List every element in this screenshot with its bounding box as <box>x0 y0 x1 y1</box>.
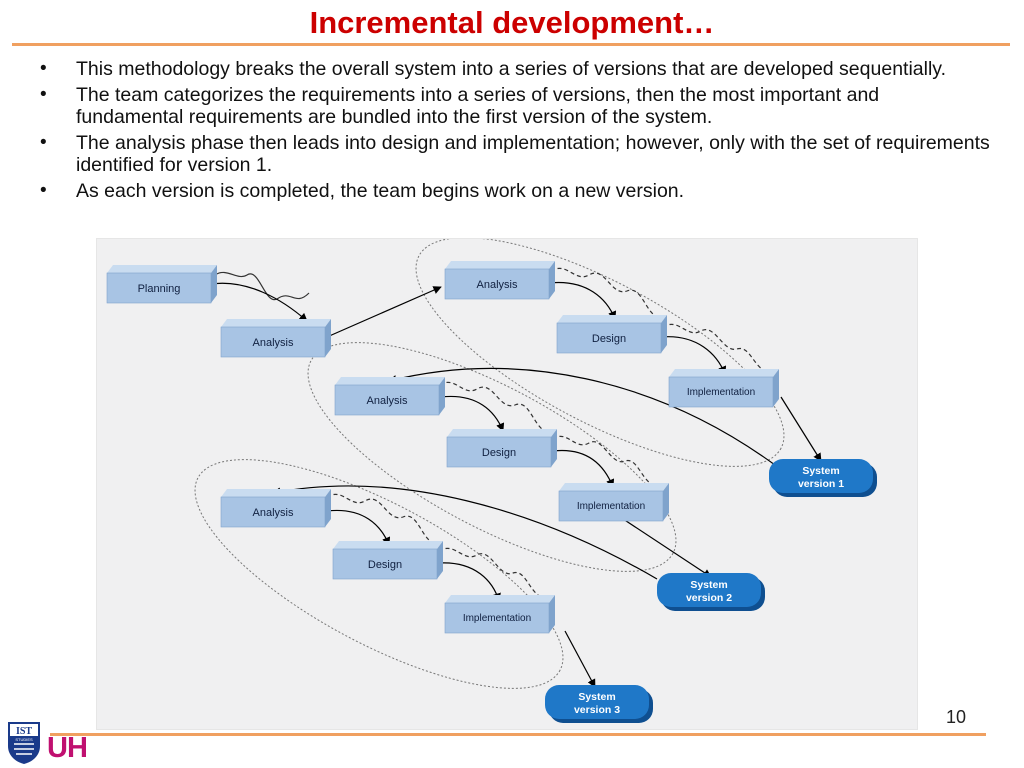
footer-divider <box>50 733 986 736</box>
v3-design-label: Design <box>368 559 402 571</box>
v1-analysis-box: Analysis <box>444 261 555 300</box>
system-version-2-pill: System version 2 <box>657 573 765 611</box>
system-version-1-line1: System <box>802 465 839 477</box>
v3-implementation-box: Implementation <box>444 595 555 634</box>
planning-feedback-wave <box>214 271 310 301</box>
bullet-item: • The analysis phase then leads into desi… <box>40 132 990 176</box>
slide-title: Incremental development… <box>309 5 715 40</box>
v3-implementation-label: Implementation <box>463 613 531 624</box>
v3-design-feedback-wave <box>438 547 542 598</box>
bullet-dot-icon: • <box>40 84 47 105</box>
system-version-3-line2: version 3 <box>574 704 620 716</box>
version-2-group-outline <box>307 342 677 572</box>
bullet-item: • This methodology breaks the overall sys… <box>40 58 990 80</box>
bullet-list: • This methodology breaks the overall sys… <box>40 58 990 206</box>
version-1-group-outline <box>415 239 785 467</box>
bullet-dot-icon: • <box>40 58 47 79</box>
bullet-item: • The team categorizes the requirements i… <box>40 84 990 128</box>
uh-logo: UH <box>47 732 88 764</box>
arrow-v2-design-to-implementation <box>552 449 615 488</box>
system-version-3-line1: System <box>578 691 615 703</box>
ist-studies-logo: IST STUDIES <box>8 722 40 764</box>
v2-design-feedback-wave <box>552 435 654 486</box>
system-version-3-pill: System version 3 <box>545 685 653 723</box>
arrow-planning-to-analysis <box>210 282 308 322</box>
bullet-text: As each version is completed, the team b… <box>76 180 685 202</box>
v3-design-box: Design <box>332 541 443 580</box>
arrow-v1-to-v2-analysis <box>388 368 776 466</box>
arrow-v1-design-to-implementation <box>660 336 727 375</box>
analysis-box: Analysis <box>220 319 331 358</box>
v1-implementation-box: Implementation <box>668 369 779 408</box>
system-version-2-line2: version 2 <box>686 592 732 604</box>
bullet-dot-icon: • <box>40 180 47 201</box>
v2-implementation-box: Implementation <box>558 483 669 522</box>
incremental-development-diagram: Planning Analysis Analysis Design Implem… <box>96 238 918 730</box>
arrow-v1-implementation-to-system1 <box>780 396 822 462</box>
v1-design-box: Design <box>556 315 667 354</box>
arrow-analysis-to-v1-analysis <box>326 286 442 338</box>
v1-analysis-feedback-wave <box>550 267 658 318</box>
arrow-v3-analysis-to-design <box>326 509 391 546</box>
v1-design-label: Design <box>592 333 626 345</box>
planning-label: Planning <box>138 283 181 295</box>
system-version-1-line2: version 1 <box>798 478 844 490</box>
ist-logo-text: IST <box>16 726 32 737</box>
v3-analysis-feedback-wave <box>326 493 434 544</box>
v1-implementation-label: Implementation <box>687 387 755 398</box>
bullet-text: The team categorizes the requirements in… <box>76 84 880 128</box>
arrow-v2-implementation-to-system2 <box>610 510 712 578</box>
ist-logo-subtext: STUDIES <box>15 737 33 742</box>
planning-box: Planning <box>106 265 217 304</box>
arrow-v2-to-v3-analysis <box>272 485 658 580</box>
v2-analysis-box: Analysis <box>334 377 445 416</box>
page-number: 10 <box>945 707 966 727</box>
system-version-1-pill: System version 1 <box>769 459 877 497</box>
system-version-2-line1: System <box>690 579 727 591</box>
title-divider <box>12 43 1010 46</box>
v1-design-feedback-wave <box>662 323 766 372</box>
arrow-v3-implementation-to-system3 <box>564 630 596 688</box>
version-3-group-outline <box>194 459 564 689</box>
v2-design-label: Design <box>482 447 516 459</box>
v2-analysis-label: Analysis <box>367 395 408 407</box>
v2-analysis-feedback-wave <box>439 381 546 432</box>
v2-implementation-label: Implementation <box>577 501 645 512</box>
analysis-label: Analysis <box>253 337 294 349</box>
arrow-v1-analysis-to-design <box>548 281 617 320</box>
bullet-text: This methodology breaks the overall syst… <box>76 58 947 80</box>
bullet-dot-icon: • <box>40 132 47 153</box>
v2-design-box: Design <box>446 429 557 468</box>
v3-analysis-label: Analysis <box>253 507 294 519</box>
bullet-text: The analysis phase then leads into desig… <box>76 132 990 176</box>
v1-analysis-label: Analysis <box>477 279 518 291</box>
v3-analysis-box: Analysis <box>220 489 331 528</box>
arrow-v2-analysis-to-design <box>440 395 505 432</box>
bullet-item: • As each version is completed, the team … <box>40 180 990 202</box>
diagram-canvas: Planning Analysis Analysis Design Implem… <box>106 239 877 723</box>
